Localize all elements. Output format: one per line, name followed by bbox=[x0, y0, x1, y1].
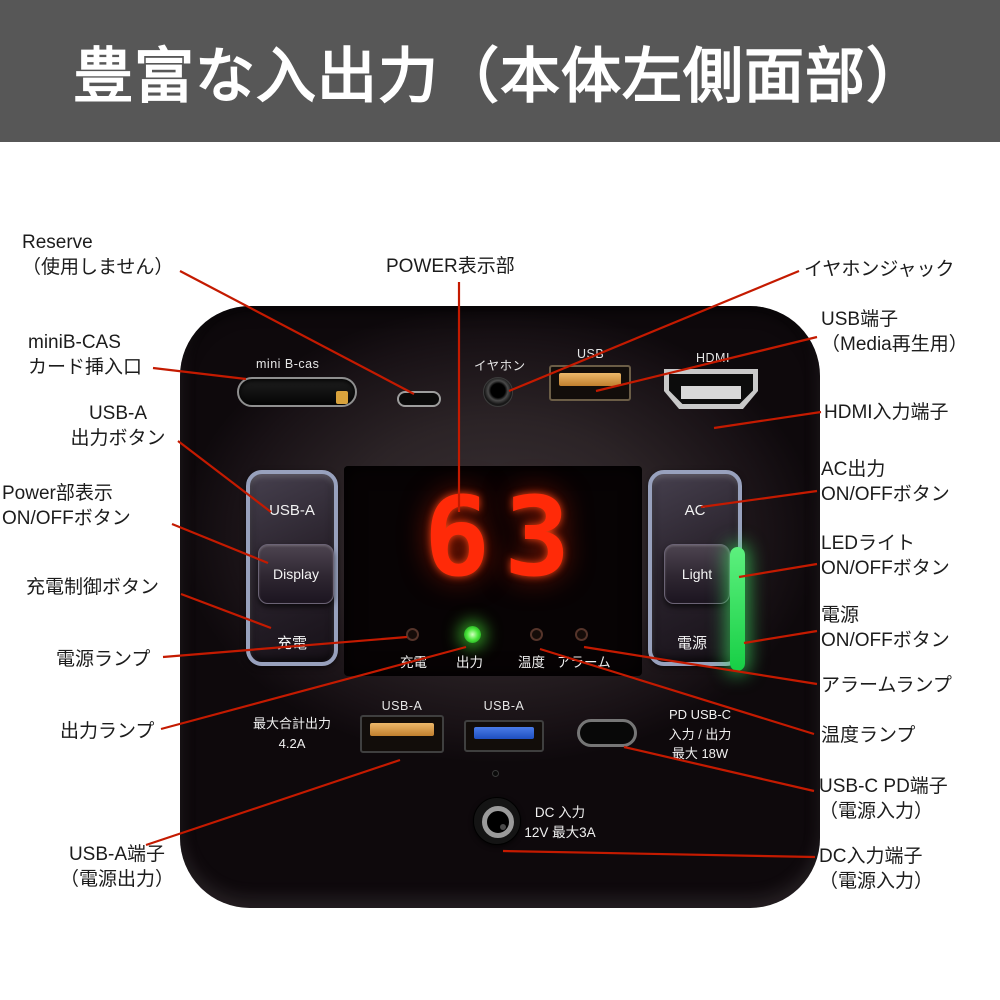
annotation-power-display-button: Power部表示 ON/OFFボタン bbox=[2, 483, 131, 530]
annotation-charge-control: 充電制御ボタン bbox=[26, 577, 160, 598]
annotation-usba-terminal: USB-A端子 （電源出力） bbox=[59, 844, 174, 891]
usba-power-port-2 bbox=[464, 720, 544, 752]
annotation-power-display: POWER表示部 bbox=[386, 256, 515, 277]
hdmi-label: HDMI bbox=[696, 351, 730, 365]
indicator-label-output: 出力 bbox=[456, 655, 483, 670]
display-button: Display bbox=[258, 544, 334, 604]
annotation-output-lamp: 出力ランプ bbox=[60, 721, 155, 742]
max-total-output-text: 最大合計出力 4.2A bbox=[252, 716, 331, 751]
usb-tongue bbox=[559, 373, 621, 386]
device-panel: mini B-cas イヤホン USB HDMI USB-A Display 充… bbox=[180, 306, 820, 908]
mini-bcas-label: mini B-cas bbox=[256, 357, 320, 371]
left-button-panel: USB-A Display 充電 bbox=[246, 470, 338, 666]
usb-label: USB bbox=[577, 347, 605, 361]
earphone-jack bbox=[483, 377, 513, 407]
indicator-label-temperature: 温度 bbox=[518, 655, 545, 670]
alarm-indicator-lamp bbox=[575, 628, 588, 641]
annotation-power-lamp: 電源ランプ bbox=[56, 649, 151, 670]
usb-tongue-blue bbox=[474, 727, 534, 739]
output-indicator-lamp bbox=[464, 626, 481, 643]
annotation-usbc-pd: USB-C PD端子 （電源入力） bbox=[819, 776, 948, 823]
annotation-reserve: Reserve （使用しません） bbox=[22, 232, 174, 279]
header-banner: 豊富な入出力（本体左側面部） bbox=[0, 0, 1000, 142]
annotation-usb-media: USB端子 （Media再生用） bbox=[821, 309, 968, 356]
battery-percent-readout: 63 bbox=[423, 473, 585, 601]
indicator-label-alarm: アラーム bbox=[557, 655, 611, 670]
power-display: 63 充電 出力 温度 アラーム bbox=[344, 466, 642, 676]
annotation-alarm-lamp: アラームランプ bbox=[821, 675, 952, 696]
indicator-label-charge: 充電 bbox=[400, 655, 427, 670]
temperature-indicator-lamp bbox=[530, 628, 543, 641]
annotation-temp-lamp: 温度ランプ bbox=[821, 725, 916, 746]
reset-pin-hole bbox=[492, 770, 499, 777]
page-title: 豊富な入出力（本体左側面部） bbox=[73, 42, 927, 110]
usbc-pd-port bbox=[577, 719, 637, 747]
hdmi-tongue bbox=[681, 386, 741, 399]
annotation-ac-output: AC出力 ON/OFFボタン bbox=[821, 459, 950, 506]
dc-jack-pin bbox=[500, 824, 506, 830]
annotation-hdmi-input: HDMI入力端子 bbox=[824, 402, 949, 423]
usb-media-port bbox=[549, 365, 631, 401]
hdmi-opening bbox=[669, 374, 753, 404]
dc-input-jack bbox=[473, 797, 521, 845]
annotation-dc-input: DC入力端子 （電源入力） bbox=[819, 846, 934, 893]
usba-port1-label: USB-A bbox=[381, 699, 423, 713]
right-button-panel: AC Light 電源 bbox=[648, 470, 745, 671]
usba-port2-label: USB-A bbox=[483, 699, 525, 713]
ac-output-button: AC bbox=[684, 502, 706, 519]
hdmi-port bbox=[664, 369, 758, 409]
usba-output-button: USB-A bbox=[269, 502, 315, 519]
annotation-power-onoff: 電源 ON/OFFボタン bbox=[821, 605, 950, 652]
annotation-minibcas: miniB-CAS カード挿入口 bbox=[28, 332, 143, 379]
reserve-micro-usb-port bbox=[397, 391, 441, 407]
usba-power-port-1 bbox=[360, 715, 444, 753]
dc-input-text: DC 入力 12V 最大3A bbox=[524, 805, 596, 841]
power-onoff-button: 電源 bbox=[676, 635, 707, 652]
annotation-usba-button: USB-A 出力ボタン bbox=[70, 403, 166, 450]
earphone-label: イヤホン bbox=[474, 359, 526, 373]
usbc-pd-text: PD USB-C 入力 / 出力 最大 18W bbox=[668, 707, 732, 761]
charge-control-button: 充電 bbox=[276, 635, 307, 652]
card-eject-tab bbox=[336, 391, 348, 404]
annotation-earphone-jack: イヤホンジャック bbox=[804, 259, 955, 280]
led-light-button: Light bbox=[664, 544, 730, 604]
charge-indicator-lamp bbox=[406, 628, 419, 641]
power-led-strip bbox=[730, 547, 745, 671]
usb-tongue-orange bbox=[370, 723, 434, 736]
annotation-led-light: LEDライト ON/OFFボタン bbox=[821, 533, 950, 580]
dc-jack-ring bbox=[482, 806, 514, 838]
